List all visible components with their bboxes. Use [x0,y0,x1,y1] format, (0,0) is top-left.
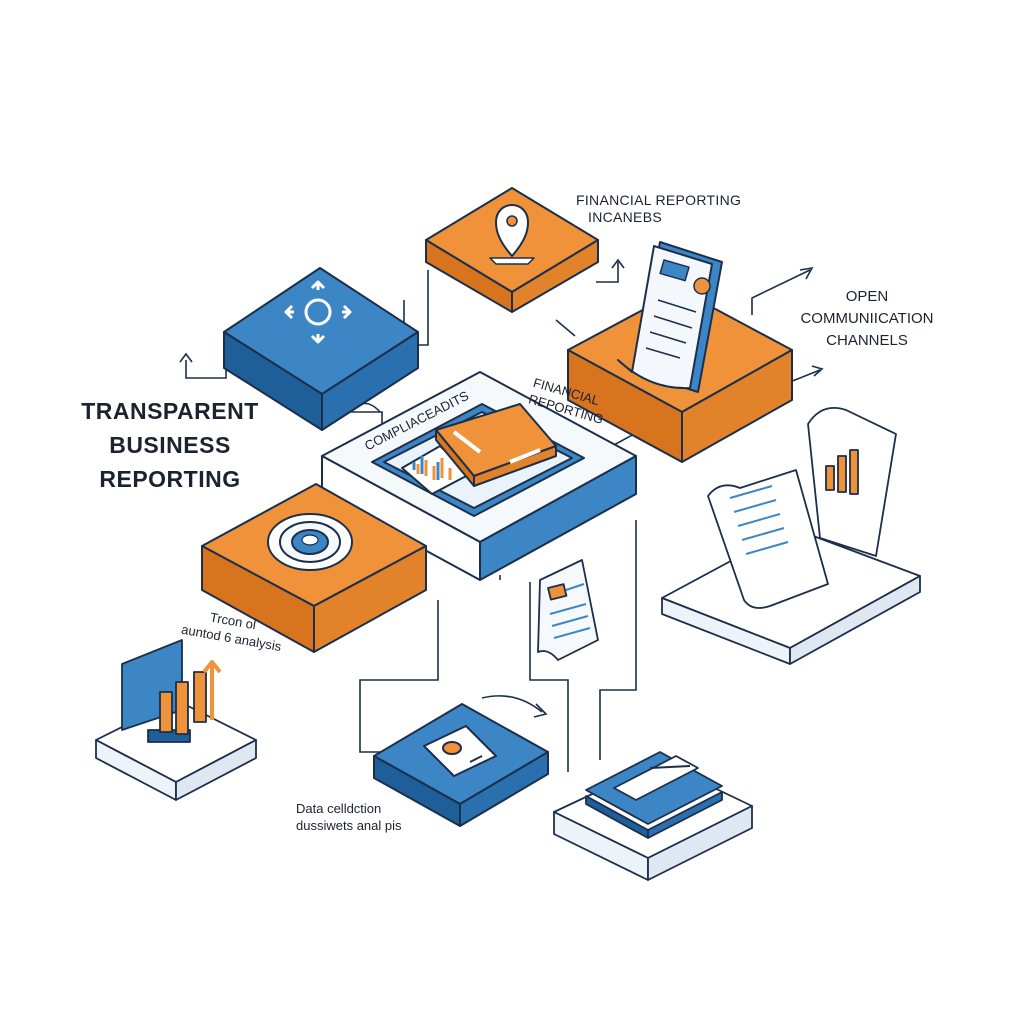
label-line: INCANEBS [588,209,662,225]
connector-line [751,269,811,315]
label-line: dussiwets anal pis [296,818,402,833]
connector-arrow [799,266,814,280]
scroll-report-icon [707,469,829,609]
bar-chart-icon [807,406,897,557]
connector-line [185,348,227,379]
connector-line [789,369,821,383]
connector-arrow [533,703,548,718]
label-financial-reporting-top: FINANCIAL REPORTING INCANEBS [576,192,766,226]
folder-stack-icon [585,751,723,839]
directional-arrows-icon [284,280,352,344]
compliance-block [321,371,637,581]
connector-line [596,262,619,283]
connector-line [359,600,439,753]
connector-line [481,695,543,713]
label-line: COMMUNIICATION [800,310,934,327]
connector-line [599,520,637,760]
title-line: BUSINESS [109,432,231,458]
location-block [425,187,599,313]
label-open-channels: OPEN COMMUNIICATION CHANNELS [772,286,962,352]
label-line: Data celldction [296,801,382,816]
financial-report-block [567,241,793,463]
connector-line [555,319,576,337]
process-block [201,483,427,653]
label-data-collection: Data celldction dussiwets anal pis [296,800,456,834]
connector-line [529,582,569,772]
connector-arrow [179,352,193,363]
gear-icon [267,513,353,571]
document-small [537,559,599,661]
report-document-icon [617,241,723,393]
data-collection-block [373,703,549,827]
archive-platform [553,751,753,881]
laptop-dashboard-icon [401,403,557,495]
reports-platform [661,406,921,665]
diagram-title: TRANSPARENT BUSINESS REPORTING [40,394,300,496]
connector-arrow [811,365,824,377]
card-device-icon [423,725,497,777]
arrows-block [223,267,419,431]
title-line: REPORTING [99,466,241,492]
label-line: CHANNELS [826,332,908,349]
connector-arrow [611,258,625,269]
monitor-chart-icon [121,639,222,743]
title-line: TRANSPARENT [81,398,259,424]
label-line: FINANCIAL REPORTING [576,192,742,208]
analysis-platform [95,639,257,801]
label-line: OPEN [845,288,889,305]
location-pin-icon [489,204,535,265]
